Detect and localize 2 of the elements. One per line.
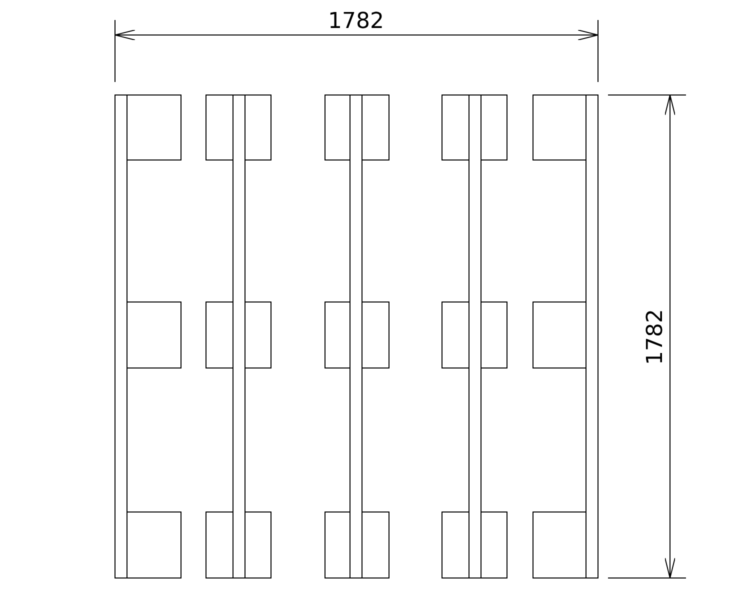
dimension-label: 1782	[328, 11, 384, 33]
dimension-label: 1782	[645, 309, 667, 365]
